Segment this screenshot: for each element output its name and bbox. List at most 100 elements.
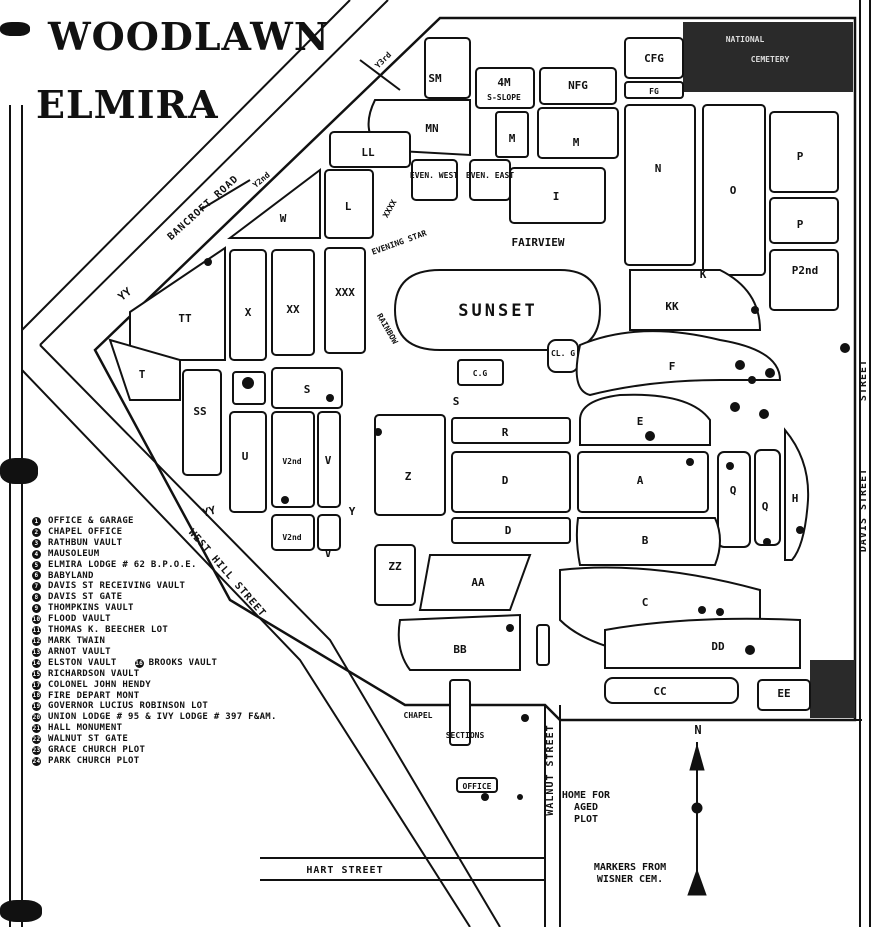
section-cg: C.G [473,369,488,378]
section-ll: LL [361,146,375,159]
section-h: H [792,492,799,505]
binder-clip-bottom [0,900,42,922]
road-label-s: S [453,395,460,408]
legend-number-icon: 13 [32,647,41,657]
section-t: T [139,368,146,381]
section-aa: AA [471,576,485,589]
section-national: NATIONAL [726,35,765,44]
legend-number-icon: 2 [32,527,41,537]
section-mn: MN [425,122,438,135]
davis-top-street-label: STREET [858,359,869,401]
section-e: E [637,415,644,428]
map-title-line1: WOODLAWN [48,14,330,59]
legend-label: UNION LODGE # 95 & IVY LODGE # 397 F&AM. [48,712,277,723]
section-tt: TT [178,312,192,325]
section-p2: P [797,218,804,231]
section-b: B [642,534,649,547]
legend-number-icon: 10 [32,615,41,625]
section-s: S [304,383,311,396]
legend-number-icon: 19 [32,702,41,712]
legend-label: BROOKS VAULT [148,657,218,668]
road-label-yy-b: YY [201,504,218,520]
legend-number-icon: 15 [32,669,41,679]
legend-number-icon: 11 [32,626,41,636]
legend-number-icon: 22 [32,735,41,745]
section-n: N [655,162,662,175]
section-p1: P [797,150,804,163]
section-v2nd-b: V2nd [282,533,301,542]
section-o: O [730,184,737,197]
section-q2: Q [762,500,769,513]
legend-number-icon: 9 [32,604,41,614]
legend-label: THOMPKINS VAULT [48,603,134,614]
legend-number-icon: 12 [32,636,41,646]
legend-number-icon: 20 [32,713,41,723]
legend-label: THOMAS K. BEECHER LOT [48,625,169,636]
legend-item: 10 FLOOD VAULT [32,614,332,625]
section-x: X [245,306,252,319]
section-kk: KK [665,300,679,313]
section-bb: BB [453,643,467,656]
legend-number-icon: 1 [32,516,41,526]
legend-label: RICHARDSON VAULT [48,668,140,679]
legend-label: FIRE DEPART MONT [48,690,140,701]
section-w: W [280,212,287,225]
section-v1: V [325,454,332,467]
section-d1: D [502,474,509,487]
section-sunset: SUNSET [458,301,537,321]
legend-item: 9 THOMPKINS VAULT [32,603,332,614]
legend-number-icon: 16 [134,658,144,668]
section-r: R [502,426,509,439]
legend-item: 22 WALNUT ST GATE [32,734,332,745]
legend-number-icon: 14 [32,658,41,668]
hart-street-label: HART STREET [306,865,383,876]
legend-label: GRACE CHURCH PLOT [48,745,146,756]
legend-label: BABYLAND [48,570,94,581]
binder-clip-top [0,22,30,36]
legend-label: ARNOT VAULT [48,646,111,657]
legend-number-icon: 5 [32,560,41,570]
road-label-y: Y [349,505,356,518]
legend-number-icon: 7 [32,582,41,592]
section-labels: SM 4M S-SLOPE NFG CFG FG NATIONAL CEMETE… [139,35,819,791]
section-c: C [642,596,649,609]
home-for-aged-note: HOME FOR AGED PLOT [561,790,611,825]
section-l: L [345,200,352,213]
section-xx: XX [286,303,300,316]
section-cemetery: CEMETERY [751,55,790,64]
section-xxx: XXX [335,286,355,299]
legend-label: MAUSOLEUM [48,548,100,559]
section-f: F [669,360,676,373]
legend-label: ELSTON VAULT [48,657,117,668]
legend-label: FLOOD VAULT [48,614,111,625]
section-q1: Q [730,484,737,497]
section-outlines [108,37,839,793]
cemetery-boundary [93,16,857,722]
wisner-markers-note: MARKERS FROM WISNER CEM. [593,862,667,885]
legend-label: WALNUT ST GATE [48,734,129,745]
national-cemetery-block [683,22,853,92]
legend-label: MARK TWAIN [48,635,106,646]
section-p2nd: P2nd [792,264,819,277]
binder-clip-middle [0,458,38,484]
road-label-evening-star: EVENING STAR [370,228,428,256]
section-nfg: NFG [568,79,588,92]
section-u: U [242,450,249,463]
section-s-slope: S-SLOPE [487,93,521,102]
section-ss: SS [193,405,206,418]
section-v2: V [325,547,332,560]
legend-item: 15 RICHARDSON VAULT [32,669,332,680]
